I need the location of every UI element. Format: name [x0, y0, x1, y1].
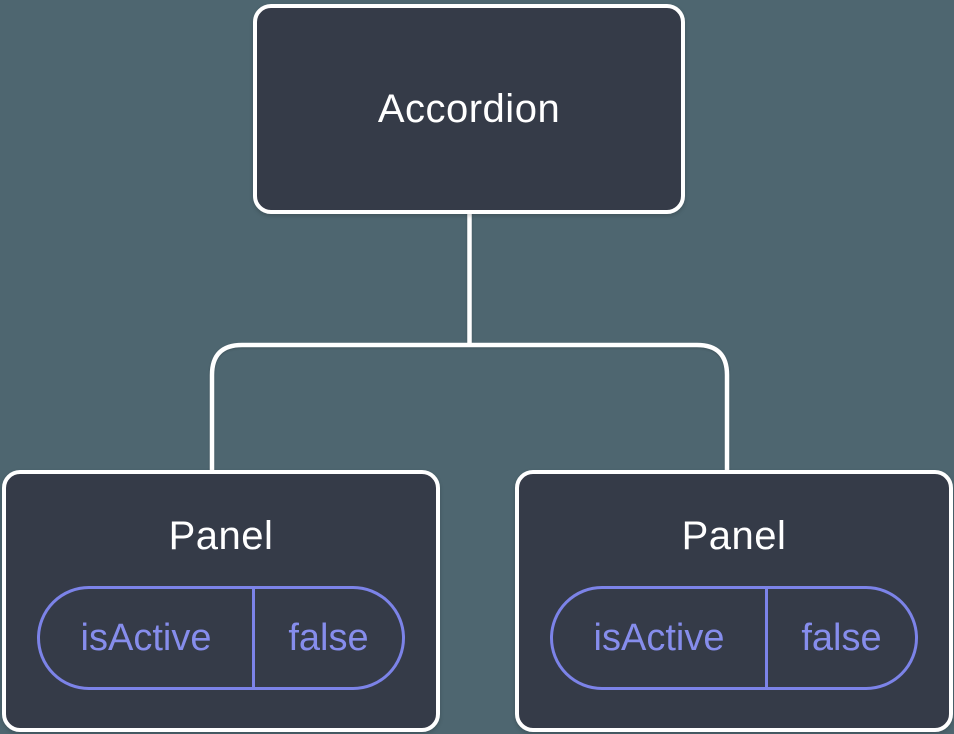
- state-prop-name: isActive: [80, 616, 212, 659]
- state-prop-name: isActive: [593, 616, 725, 659]
- node-accordion: Accordion: [253, 4, 685, 214]
- pill-divider: [765, 589, 768, 687]
- state-pill-left: isActive false: [37, 586, 405, 690]
- connector-bracket: [209, 342, 730, 472]
- node-accordion-label: Accordion: [377, 87, 561, 131]
- pill-divider: [252, 589, 255, 687]
- node-panel-right: Panel isActive false: [515, 470, 953, 732]
- state-prop-value: false: [801, 616, 882, 659]
- state-prop-value: false: [288, 616, 369, 659]
- node-panel-right-label: Panel: [681, 514, 787, 558]
- node-panel-left: Panel isActive false: [2, 470, 440, 732]
- node-panel-left-label: Panel: [168, 514, 274, 558]
- state-pill-right: isActive false: [550, 586, 918, 690]
